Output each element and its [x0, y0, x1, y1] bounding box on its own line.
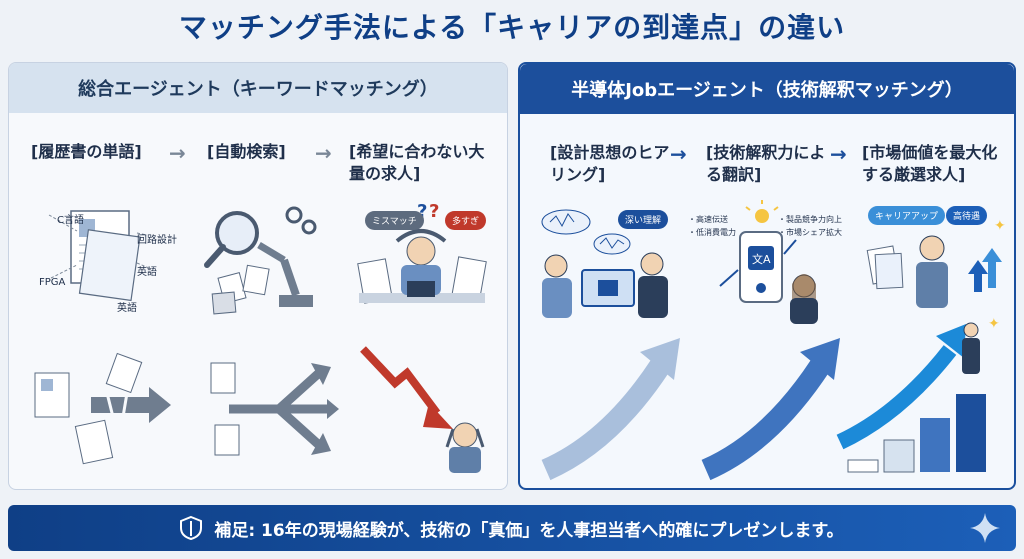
- general-agent-panel: 総合エージェント（キーワードマッチング） [履歴書の単語] → [自動検索] →…: [8, 62, 508, 490]
- general-agent-heading: 総合エージェント（キーワードマッチング）: [9, 63, 507, 113]
- semiconductor-agent-panel: 半導体Jobエージェント（技術解釈マッチング） [設計思想のヒアリング] → […: [518, 62, 1016, 490]
- step-auto-search: [自動検索]: [207, 142, 286, 161]
- bubble-high-treatment: 高待遇: [946, 206, 988, 225]
- rising-arrow-light-icon: [541, 338, 680, 481]
- resume-document-icon: [48, 210, 150, 302]
- flow-arrow-3: →: [670, 142, 687, 166]
- bubble-mismatch: ミスマッチ: [365, 211, 424, 230]
- robot-search-icon: [204, 206, 317, 315]
- resume-label-c: C言語: [57, 215, 84, 226]
- step-mass-jobs: [希望に合わない大量の求人]: [349, 142, 485, 183]
- svg-text:?: ?: [417, 201, 427, 222]
- resume-label-fpga: FPGA: [39, 277, 66, 288]
- translation-device-icon: 文A: [719, 200, 818, 324]
- semiconductor-agent-heading: 半導体Jobエージェント（技術解釈マッチング）: [520, 64, 1014, 114]
- feature-low-power: ・低消費電力: [688, 228, 736, 237]
- step-resume-words: [履歴書の単語]: [31, 142, 142, 161]
- rising-arrow-mid-icon: [701, 338, 840, 481]
- bubble-deep-understanding: 深い理解: [618, 210, 669, 229]
- footer-text: 補足: 16年の現場経験が、技術の「真価」を人事担当者へ的確にプレゼンします。: [214, 520, 844, 541]
- svg-text:?: ?: [429, 201, 439, 222]
- bubble-career-up: キャリアアップ: [868, 206, 946, 225]
- page-title: マッチング手法による「キャリアの到達点」の違い: [178, 11, 846, 44]
- hearing-people-icon: [541, 209, 668, 318]
- broken-arrow-icon: [34, 352, 171, 465]
- footer-note: 補足: 16年の現場経験が、技術の「真価」を人事担当者へ的確にプレゼンします。: [8, 505, 1016, 551]
- resume-label-english-2: 英語: [117, 303, 137, 314]
- overwhelmed-person-icon: ? ?: [357, 201, 487, 304]
- flow-arrow-1: →: [169, 141, 186, 165]
- shield-icon: [180, 515, 203, 541]
- flow-arrow-4: →: [830, 142, 847, 166]
- sparkle-icon: [970, 513, 1000, 543]
- benefit-market-share: ・市場シェア拡大: [778, 228, 842, 237]
- bubble-too-many: 多すぎ: [445, 211, 487, 230]
- svg-text:✦: ✦: [994, 218, 1006, 234]
- resume-label-english-1: 英語: [137, 267, 157, 278]
- declining-arrow-icon: [360, 346, 485, 473]
- benefit-competitiveness: ・製品競争力向上: [778, 215, 842, 224]
- resume-label-circuit: 回路設計: [137, 235, 177, 246]
- svg-text:✦: ✦: [988, 316, 1000, 332]
- growth-bar-chart-icon: ✦: [836, 316, 1000, 473]
- step-design-hearing: [設計思想のヒアリング]: [550, 143, 670, 184]
- success-person-icon: ✦: [866, 218, 1006, 308]
- feature-high-speed: ・高速伝送: [688, 215, 728, 224]
- step-curated-jobs: [市場価値を最大化する厳選求人]: [862, 143, 998, 184]
- svg-text:文A: 文A: [752, 252, 771, 266]
- flow-arrow-2: →: [315, 141, 332, 165]
- split-arrows-icon: [210, 362, 339, 456]
- step-technical-translation: [技術解釈力による翻訳]: [706, 143, 826, 184]
